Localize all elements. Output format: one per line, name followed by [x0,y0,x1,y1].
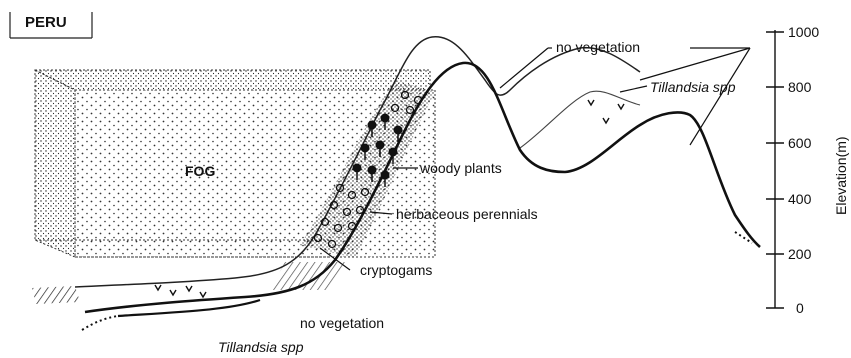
tillandsia-icon [200,292,206,297]
tillandsia-icon [618,104,624,109]
tillandsia-icon [186,286,192,291]
label-no-vegetation-top: no vegetation [556,39,640,55]
tick-label: 400 [788,191,812,207]
tick-label: 600 [788,135,812,151]
lower-slope-line [118,300,260,316]
cryptogam-hatch-band [270,262,345,290]
label-no-vegetation-bottom: no vegetation [300,315,384,331]
region-tag: PERU [10,12,92,38]
tick-label: 0 [796,300,804,316]
tillandsia-icon [603,118,609,123]
tick-label: 200 [788,246,812,262]
tick-label: 1000 [788,24,819,40]
label-tillandsia-top: Tillandsia spp [650,79,736,95]
tillandsia-icon [155,285,161,290]
tick-label: 800 [788,79,812,95]
tillandsia-icon [170,290,176,295]
label-cryptogams: cryptogams [360,262,432,278]
axis-label: Elevation(m) [833,136,849,215]
label-herbaceous-perennials: herbaceous perennials [396,206,538,222]
ground-hatch-left [32,286,80,304]
region-label: PERU [25,14,67,31]
fog-label: FOG [185,163,215,179]
elevation-axis: 1000 800 600 400 200 0 Elevation(m) [766,24,849,316]
tillandsia-icon [588,100,594,105]
label-tillandsia-bottom: Tillandsia spp [218,339,304,355]
front-ridge-start [82,316,118,330]
label-woody-plants: woody plants [419,160,502,176]
